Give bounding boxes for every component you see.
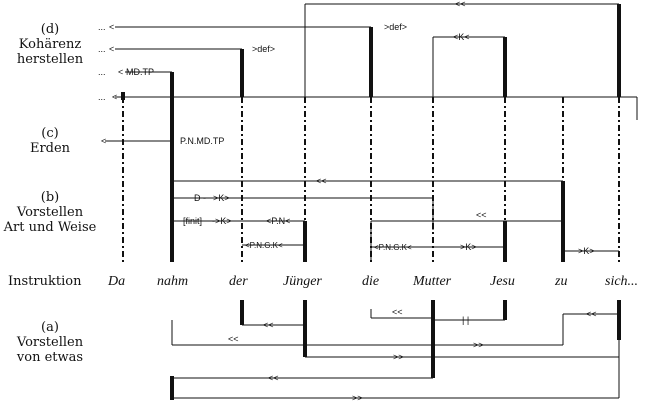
tag-a-gt2: >> bbox=[393, 352, 404, 362]
connector-lines bbox=[105, 3, 638, 399]
tag-pnmdtp: P.N.MD.TP bbox=[180, 136, 224, 146]
svg-text:-: - bbox=[203, 193, 206, 203]
tags-a: << << | | << << >> >> << >> bbox=[228, 307, 597, 403]
section-b-label: (b) Vorstellen Art und Weise bbox=[3, 190, 97, 235]
word-juenger: Jünger bbox=[283, 274, 322, 289]
tag-lt-top: << bbox=[455, 0, 466, 9]
word-sich: sich... bbox=[605, 274, 638, 289]
tag-md-tp: MD.TP bbox=[126, 67, 154, 77]
svg-text:<: < bbox=[112, 92, 117, 102]
section-c-label: (c) Erden bbox=[29, 126, 71, 156]
tag-a-lt3: << bbox=[586, 309, 597, 319]
svg-text:<: < bbox=[118, 67, 123, 77]
tag-b-k3: >K> bbox=[460, 242, 477, 252]
tag-b-finit: [finit] bbox=[183, 216, 202, 226]
row-markers: ... < ... < ... < ... < < bbox=[98, 22, 123, 146]
tag-a-lt1: << bbox=[263, 320, 274, 330]
svg-text:...: ... bbox=[98, 22, 106, 32]
section-a-label: (a) Vorstellen von etwas bbox=[16, 320, 84, 365]
tag-def-2: >def> bbox=[384, 22, 407, 32]
tag-def-1: >def> bbox=[252, 44, 275, 54]
svg-text:<: < bbox=[101, 136, 106, 146]
word-row: Da nahm der Jünger die Mutter Jesu zu si… bbox=[107, 274, 638, 289]
tag-b-pn: <P.N< bbox=[266, 216, 290, 226]
tags-d: MD.TP >def> >def> <K< << bbox=[126, 0, 470, 77]
tag-b-k1: >K> bbox=[213, 193, 230, 203]
tag-a-lt5: << bbox=[268, 373, 279, 383]
tag-k: <K< bbox=[453, 32, 470, 42]
svg-text:...: ... bbox=[98, 44, 106, 54]
tag-a-bars: | | bbox=[462, 315, 469, 325]
tags-b: << D - >K> [finit] ->K> <P.N< << <P.N.G.… bbox=[183, 176, 595, 256]
thick-bars bbox=[121, 4, 621, 400]
word-die: die bbox=[362, 274, 379, 289]
tag-b-k2: ->K> bbox=[212, 216, 232, 226]
tag-b-pngk-2: <P.N.G.K< bbox=[374, 243, 412, 252]
word-da: Da bbox=[107, 274, 125, 289]
tag-b-pngk-1: <P.N.G.K< bbox=[245, 241, 283, 250]
tag-a-lt2: << bbox=[392, 307, 403, 317]
instruktion-label: Instruktion bbox=[8, 274, 82, 289]
section-d-label: (d) Kohärenz herstellen bbox=[16, 22, 84, 67]
svg-text:<: < bbox=[109, 44, 114, 54]
tag-a-gt1: >> bbox=[473, 340, 484, 350]
word-jesu: Jesu bbox=[490, 274, 515, 289]
tag-a-gt3: >> bbox=[352, 393, 363, 403]
word-mutter: Mutter bbox=[412, 274, 452, 289]
tag-a-lt4: << bbox=[228, 334, 239, 344]
tag-b-lt2: << bbox=[476, 210, 487, 220]
word-zu: zu bbox=[554, 274, 567, 289]
svg-text:...: ... bbox=[98, 67, 106, 77]
svg-text:...: ... bbox=[98, 92, 106, 102]
tag-b-d: D bbox=[194, 193, 201, 203]
tag-b-k4: >K> bbox=[578, 246, 595, 256]
svg-text:<: < bbox=[109, 22, 114, 32]
tag-b-lt1: << bbox=[316, 176, 327, 186]
word-nahm: nahm bbox=[157, 274, 188, 289]
word-der: der bbox=[229, 274, 248, 289]
